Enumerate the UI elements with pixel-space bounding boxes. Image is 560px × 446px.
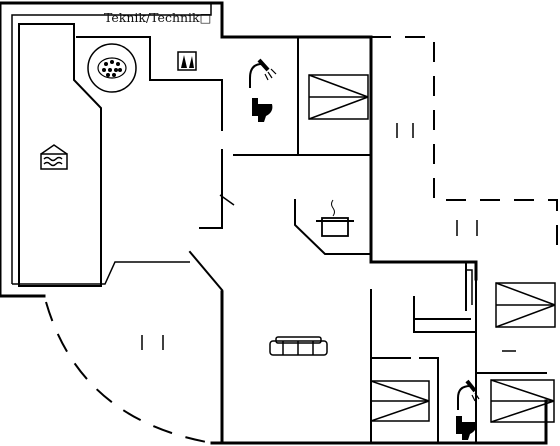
sofa-icon [269,336,328,356]
inner-walls [76,36,547,444]
toilet-icon [252,98,273,122]
double-walls [11,3,473,305]
pool [18,23,102,287]
bed-icon [490,379,555,423]
boiler-icon [177,51,197,71]
outer-walls [0,1,548,445]
toilet-icon [456,416,477,440]
terrace-outline [45,36,558,444]
bed-icon [495,282,556,328]
stove-icon [316,199,354,237]
shower-icon [249,58,277,88]
pool-icon [40,144,68,170]
technical-room-label: Teknik/Technik□ [104,10,212,25]
door-marks [141,123,516,352]
bed-icon [308,74,369,120]
bed-icon [370,380,430,422]
shower-icon [457,379,480,410]
hot-tub-icon [87,43,137,93]
